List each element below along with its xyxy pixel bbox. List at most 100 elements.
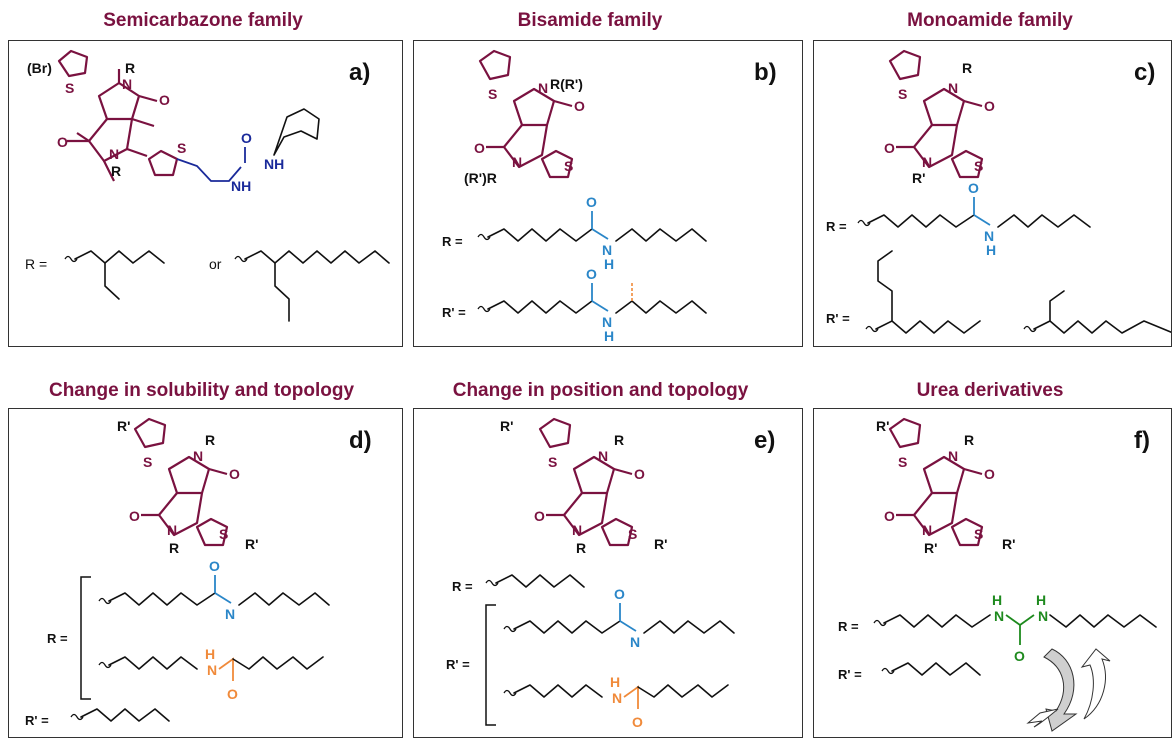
curved-rotation-arrow-icon [1026, 648, 1111, 732]
atom-n-amide-c: N [984, 228, 994, 244]
atom-n-bottom-b: N [512, 154, 522, 170]
amide-chain-e-2a [513, 684, 603, 698]
wavy-attach-1 [64, 255, 78, 263]
atom-s-bottom-e: S [628, 526, 637, 542]
atom-rp-top-f: R' [876, 418, 889, 434]
amide-chain-e-1a [513, 620, 621, 634]
r-eq-label-c: R = [826, 219, 847, 234]
panel-f: f) R' S N R O O N R' S R' R = H N O H N … [813, 408, 1172, 738]
atom-h-rev-e: H [610, 674, 620, 690]
panel-label-b: b) [754, 59, 777, 86]
atom-o-right-b: O [574, 98, 585, 114]
atom-br: (Br) [27, 60, 52, 76]
atom-rp-bottom-e: R' [654, 536, 667, 552]
butyloctyl-chain [244, 250, 390, 264]
atom-h-urea-2: H [1036, 592, 1046, 608]
amide-chain-r-left [487, 228, 593, 242]
rp-eq-label-d: R' = [25, 713, 49, 728]
atom-o-rev-d: O [227, 686, 238, 702]
atom-s-bottom-f: S [974, 526, 983, 542]
semicarbazone-structure: (Br) S N R O O N R S O NH NH R = or [25, 49, 390, 322]
atom-rp-bottom-f: R' [924, 540, 937, 556]
panel-e: e) R' S N R O O N R S R' R = R' = O N H … [413, 408, 803, 738]
panel-label-d: d) [349, 427, 372, 454]
atom-o-amide-rp-b: O [586, 266, 597, 282]
amide-chain-e-1b [643, 620, 735, 634]
atom-s-top-e: S [548, 454, 557, 470]
rp-eq-label-e: R' = [446, 657, 470, 672]
title-monoamide: Monoamide family [907, 10, 1073, 31]
atom-rp-bottom-d: R' [245, 536, 258, 552]
alkyl-chain-rp-d [80, 708, 170, 722]
atom-n-bottom-f: N [922, 522, 932, 538]
urea-chain-right [1049, 614, 1157, 628]
r-eq-label-d: R = [47, 631, 68, 646]
atom-n-bottom-d: N [167, 522, 177, 538]
atom-n-top: N [122, 76, 132, 92]
atom-o-left-d: O [129, 508, 140, 524]
atom-n-top-e: N [598, 448, 608, 464]
atom-rp-top-d: R' [117, 418, 130, 434]
atom-n-bottom: N [109, 146, 119, 162]
atom-h-amide-b: H [604, 256, 614, 272]
phenyl-ring [273, 108, 320, 156]
amide-chain-rp-right [615, 300, 707, 314]
atom-r-top-f: R [964, 432, 974, 448]
atom-h-amide-rp-b: H [604, 328, 614, 344]
title-semicarbazone: Semicarbazone family [103, 10, 303, 31]
atom-n-top-b: N [538, 80, 548, 96]
atom-n-urea-1: N [994, 608, 1004, 624]
title-bisamide: Bisamide family [517, 10, 663, 31]
atom-o-left-b: O [474, 140, 485, 156]
atom-s-top-c: S [898, 86, 907, 102]
amide-chain-d-1a [108, 592, 216, 606]
rp-eq-label-b: R' = [442, 305, 466, 320]
atom-r-bottom: R [111, 163, 121, 179]
monoamide-chain-right [997, 214, 1091, 228]
atom-h-amide-c: H [986, 242, 996, 258]
atom-r-top-d: R [205, 432, 215, 448]
atom-s-bottom: S [177, 140, 186, 156]
position-topology-structure: R' S N R O O N R S R' R = R' = O N H N O [446, 417, 735, 730]
atom-r-top-e: R [614, 432, 624, 448]
r-eq-label-e: R = [452, 579, 473, 594]
urea-chain-left [883, 614, 991, 628]
r-eq-label-f: R = [838, 619, 859, 634]
amide-chain-d-2b [232, 656, 324, 670]
atom-h-rev-d: H [205, 646, 215, 662]
atom-n-top-c: N [948, 80, 958, 96]
atom-s-top-d: S [143, 454, 152, 470]
atom-o-left-f: O [884, 508, 895, 524]
atom-n-amide-rp-b: N [602, 314, 612, 330]
amide-chain-r-right [615, 228, 707, 242]
atom-rp-c: R' [912, 170, 925, 186]
atom-o-left: O [57, 134, 68, 150]
atom-rp-right-f: R' [1002, 536, 1015, 552]
amide-chain-e-2b [637, 684, 729, 698]
atom-n-top-d: N [193, 448, 203, 464]
atom-o-urea: O [1014, 648, 1025, 664]
panel-label-a: a) [349, 59, 371, 86]
atom-s-top: S [65, 80, 74, 96]
atom-r-top: R [125, 60, 135, 76]
atom-r-top-c: R [962, 60, 972, 76]
panel-label-f: f) [1134, 427, 1150, 454]
monoamide-structure: S N R O O N R' S R = O N H R' = [826, 49, 1171, 334]
atom-o-rev-e: O [632, 714, 643, 730]
urea-structure: R' S N R O O N R' S R' R = H N O H N R' … [838, 417, 1157, 732]
semicarbazone-link [176, 158, 242, 182]
atom-o-amide-b: O [586, 194, 597, 210]
panel-label-e: e) [754, 427, 776, 454]
ethylhexyl-chain [74, 250, 165, 264]
atom-r-bottom-d: R [169, 540, 179, 556]
bracket-d [80, 576, 91, 700]
atom-s-top-f: S [898, 454, 907, 470]
atom-o-right-d: O [229, 466, 240, 482]
atom-rp-top-e: R' [500, 418, 513, 434]
atom-n-urea-2: N [1038, 608, 1048, 624]
title-position-topology: Change in position and topology [452, 380, 749, 401]
atom-s-bottom-c: S [974, 158, 983, 174]
panel-a: a) (Br) S N R O O N R S O NH NH R = or [8, 40, 403, 347]
panel-d: d) R' S N R O O N R S R' R = O N H N O R… [8, 408, 403, 738]
panel-c: c) S N R O O N R' S R = O N H R' = [813, 40, 1172, 347]
